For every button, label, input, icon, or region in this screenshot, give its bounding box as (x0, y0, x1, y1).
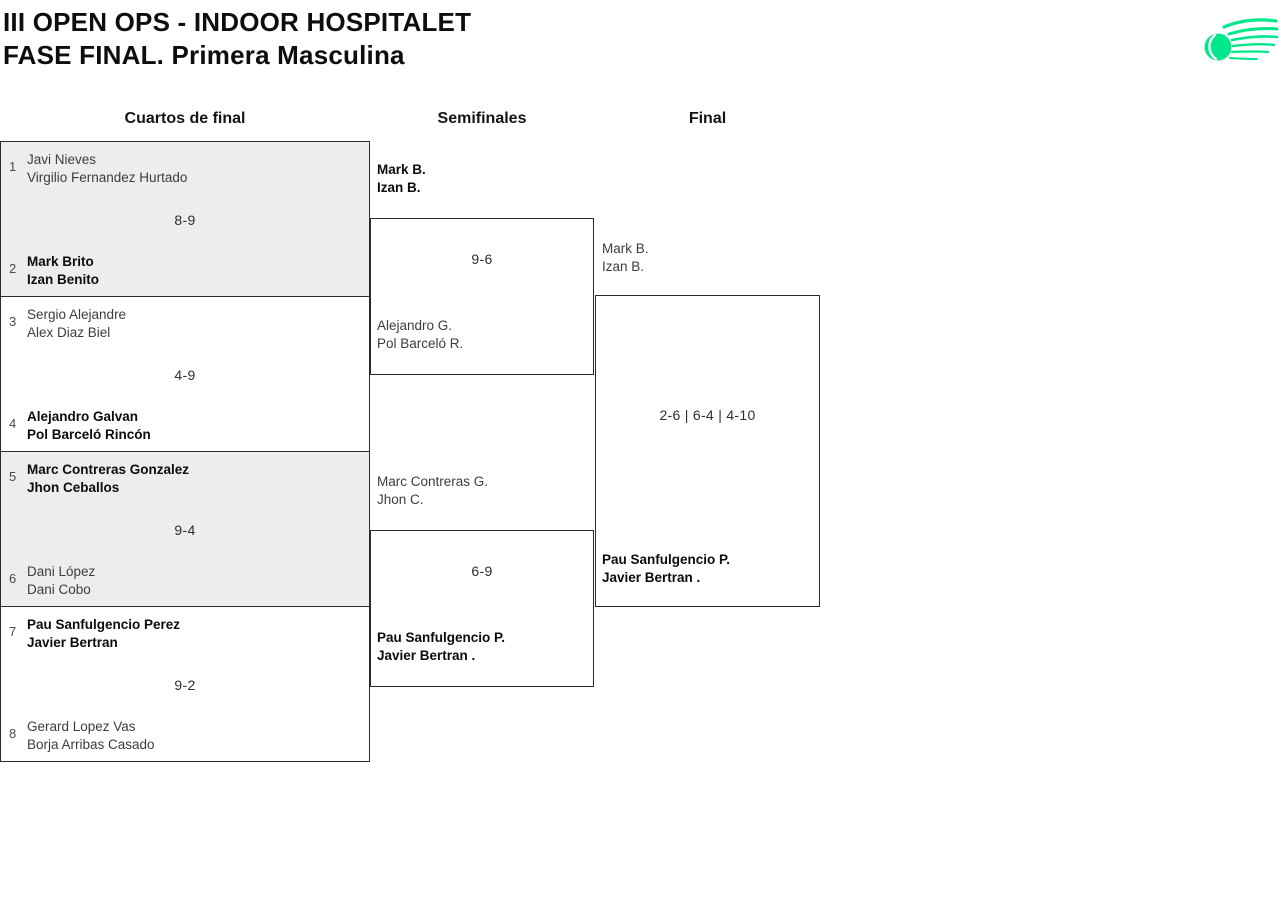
final-team-top: Mark B. Izan B. (602, 240, 649, 276)
player-name: Pol Barceló R. (377, 336, 464, 351)
semifinal-2-team-bottom: Pau Sanfulgencio P. Javier Bertran . (377, 629, 505, 665)
match-score: 8-9 (174, 212, 196, 228)
quarterfinal-1-match-box[interactable]: 1 Javi Nieves Virgilio Fernandez Hurtado… (0, 141, 370, 297)
player-name: Dani López (27, 564, 96, 579)
player-name: Javi Nieves (27, 152, 97, 167)
player-name: Izan Benito (27, 272, 100, 287)
player-name: Virgilio Fernandez Hurtado (27, 170, 188, 185)
team-names: Mark Brito Izan Benito (27, 253, 99, 289)
match-score: 9-6 (471, 251, 493, 267)
phase-name: FASE FINAL. Primera Masculina (3, 40, 405, 70)
player-name: Pau Sanfulgencio P. (602, 552, 731, 567)
player-name: Dani Cobo (27, 582, 91, 597)
player-name: Sergio Alejandre (27, 307, 127, 322)
player-name: Jhon C. (377, 492, 424, 507)
team-names: Javi Nieves Virgilio Fernandez Hurtado (27, 151, 187, 187)
quarterfinal-3-match-box[interactable]: 5 Marc Contreras Gonzalez Jhon Ceballos … (0, 451, 370, 607)
player-name: Pau Sanfulgencio Perez (27, 617, 181, 632)
player-name: Borja Arribas Casado (27, 737, 155, 752)
team-names: Gerard Lopez Vas Borja Arribas Casado (27, 718, 155, 754)
column-header-semifinals: Semifinales (437, 110, 527, 127)
seed-number: 2 (9, 261, 17, 276)
player-name: Javier Bertran (27, 635, 118, 650)
final-match-box[interactable] (595, 295, 820, 607)
player-name: Alex Diaz Biel (27, 325, 111, 340)
semifinal-1-team-bottom: Alejandro G. Pol Barceló R. (377, 317, 463, 353)
column-header-quarterfinals: Cuartos de final (124, 110, 246, 127)
player-name: Alejandro G. (377, 318, 453, 333)
semifinal-2-team-top: Marc Contreras G. Jhon C. (377, 473, 488, 509)
team-names: Dani López Dani Cobo (27, 563, 95, 599)
match-score: 2-6 | 6-4 | 4-10 (659, 407, 756, 423)
team-names: Alejandro Galvan Pol Barceló Rincón (27, 408, 151, 444)
player-name: Izan B. (377, 180, 421, 195)
player-name: Pau Sanfulgencio P. (377, 630, 506, 645)
column-header-final: Final (688, 110, 727, 127)
match-score: 9-4 (174, 522, 196, 538)
player-name: Izan B. (602, 259, 645, 274)
team-names: Marc Contreras Gonzalez Jhon Ceballos (27, 461, 189, 497)
seed-number: 5 (9, 469, 17, 484)
player-name: Mark B. (377, 162, 426, 177)
seed-number: 3 (9, 314, 17, 329)
seed-number: 4 (9, 416, 17, 431)
semifinal-1-team-top: Mark B. Izan B. (377, 161, 426, 197)
player-name: Mark B. (602, 241, 649, 256)
seed-number: 6 (9, 571, 17, 586)
player-name: Alejandro Galvan (27, 409, 139, 424)
team-names: Pau Sanfulgencio Perez Javier Bertran (27, 616, 180, 652)
player-name: Pol Barceló Rincón (27, 427, 151, 442)
player-name: Marc Contreras Gonzalez (27, 462, 190, 477)
team-names: Sergio Alejandre Alex Diaz Biel (27, 306, 126, 342)
player-name: Marc Contreras G. (377, 474, 489, 489)
quarterfinal-2-match-box[interactable]: 3 Sergio Alejandre Alex Diaz Biel 4-9 4 … (0, 296, 370, 452)
semifinal-1-match-box[interactable] (370, 218, 594, 375)
player-name: Mark Brito (27, 254, 94, 269)
seed-number: 7 (9, 624, 17, 639)
player-name: Gerard Lopez Vas (27, 719, 136, 734)
seed-number: 1 (9, 159, 17, 174)
player-name: Javier Bertran . (602, 570, 701, 585)
tournament-name: III OPEN OPS - INDOOR HOSPITALET (3, 7, 472, 37)
player-name: Jhon Ceballos (27, 480, 120, 495)
seed-number: 8 (9, 726, 17, 741)
semifinal-2-match-box[interactable] (370, 530, 594, 687)
match-score: 6-9 (471, 563, 493, 579)
final-team-bottom: Pau Sanfulgencio P. Javier Bertran . (602, 551, 730, 587)
match-score: 9-2 (174, 677, 196, 693)
padel-ball-swoosh-logo[interactable] (1202, 16, 1280, 68)
player-name: Javier Bertran . (377, 648, 476, 663)
match-score: 4-9 (174, 367, 196, 383)
page-title: III OPEN OPS - INDOOR HOSPITALET FASE FI… (3, 6, 471, 72)
quarterfinal-4-match-box[interactable]: 7 Pau Sanfulgencio Perez Javier Bertran … (0, 606, 370, 762)
